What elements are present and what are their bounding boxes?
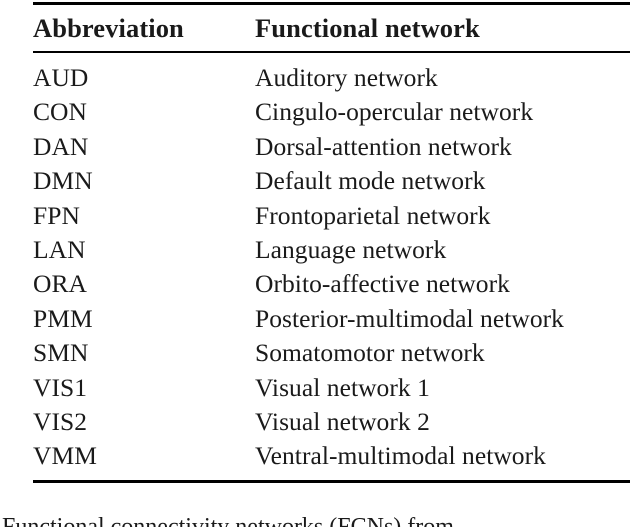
cell-functional-network: Default mode network [255,166,486,196]
cell-abbreviation: VMM [33,441,97,471]
cell-functional-network: Orbito-affective network [255,269,510,299]
cell-abbreviation: LAN [33,235,86,265]
abbreviation-table-body-wrap: AUD Auditory network CON Cingulo-opercul… [33,53,630,480]
column-header-abbreviation: Abbreviation [33,13,184,43]
cell-functional-network: Visual network 2 [255,407,430,437]
table-row: VIS2 Visual network 2 [33,405,630,439]
table-row: FPN Frontoparietal network [33,199,630,233]
cell-abbreviation: DMN [33,166,93,196]
cell-abbreviation: SMN [33,338,89,368]
abbreviation-table-block: Abbreviation Functional network AUD Audi… [33,0,630,483]
cell-functional-network: Cingulo-opercular network [255,97,534,127]
table-row: PMM Posterior-multimodal network [33,302,630,336]
cell-abbreviation: VIS1 [33,372,88,402]
cell-abbreviation: FPN [33,200,80,230]
column-header-functional-network: Functional network [255,13,480,43]
cell-functional-network: Posterior-multimodal network [255,303,564,333]
table-row: SMN Somatomotor network [33,336,630,370]
cell-functional-network: Language network [255,235,447,265]
cell-abbreviation: DAN [33,131,89,161]
cell-abbreviation: CON [33,97,87,127]
table-row: ORA Orbito-affective network [33,267,630,301]
cell-functional-network: Dorsal-attention network [255,131,512,161]
table-row: DMN Default mode network [33,164,630,198]
table-row: VMM Ventral-multimodal network [33,439,630,479]
table-caption-text: Functional connectivity networks (FCNs) … [2,514,454,527]
table-row: DAN Dorsal-attention network [33,130,630,164]
cell-abbreviation: AUD [33,63,89,92]
cell-abbreviation: VIS2 [33,407,88,437]
cell-functional-network: Auditory network [255,63,438,92]
cell-abbreviation: ORA [33,269,87,299]
table-row: VIS1 Visual network 1 [33,371,630,405]
table-bottom-rule [33,479,630,483]
table-caption: Functional connectivity networks (FCNs) … [0,513,640,527]
abbreviation-table: Abbreviation Functional network [33,5,630,51]
table-header-row: Abbreviation Functional network [33,5,630,51]
table-row: CON Cingulo-opercular network [33,95,630,129]
cell-functional-network: Somatomotor network [255,338,485,368]
table-header-rule [33,51,630,53]
cell-functional-network: Ventral-multimodal network [255,441,546,471]
table-body: AUD Auditory network CON Cingulo-opercul… [33,53,630,480]
table-top-rule [33,2,630,5]
table-row: LAN Language network [33,233,630,267]
table-row: AUD Auditory network [33,53,630,95]
cell-functional-network: Visual network 1 [255,372,430,402]
cell-functional-network: Frontoparietal network [255,200,491,230]
table-header: Abbreviation Functional network [33,5,630,51]
cell-abbreviation: PMM [33,303,93,333]
